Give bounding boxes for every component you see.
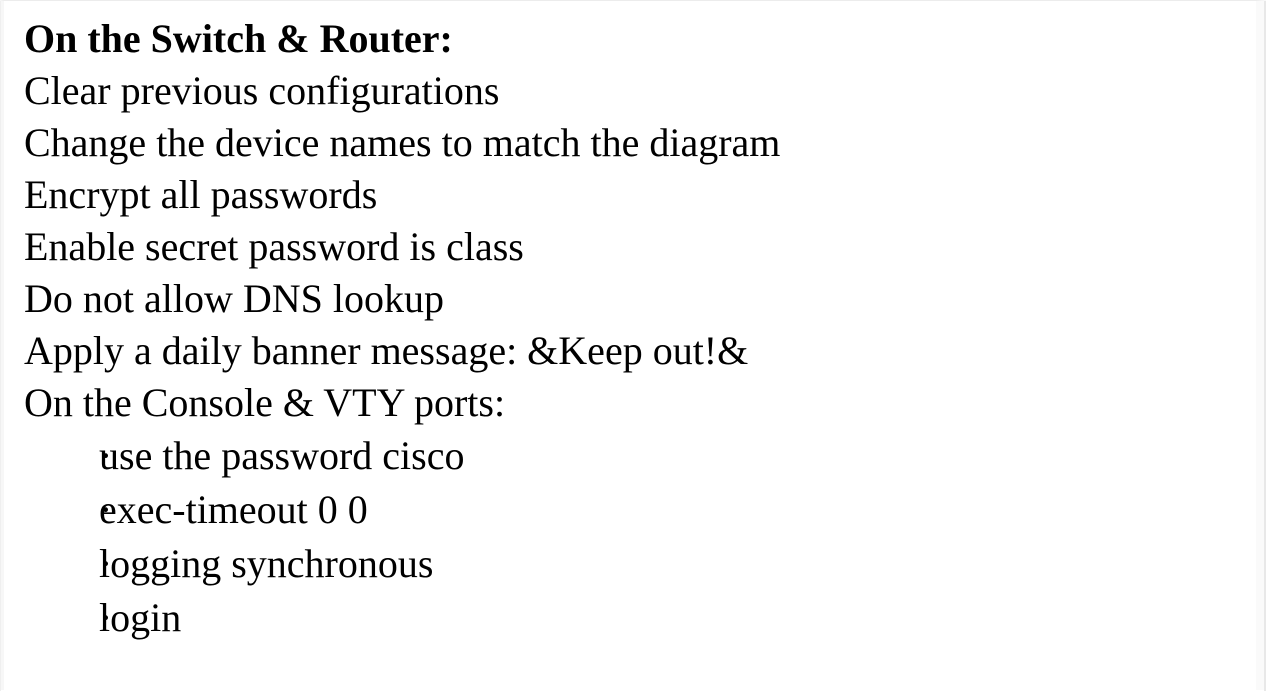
list-item: · exec-timeout 0 0 [24, 483, 1224, 537]
document-line-banner-message: Apply a daily banner message: &Keep out!… [24, 328, 749, 373]
document-line-enable-secret: Enable secret password is class [24, 224, 524, 269]
list-item: · logging synchronous [24, 537, 1224, 591]
document-body: On the Switch & Router: Clear previous c… [24, 13, 1224, 645]
list-item-label: exec-timeout 0 0 [99, 487, 368, 532]
list-item-label: login [99, 595, 182, 640]
bullet-dot-icon: · [99, 433, 113, 478]
list-item-label: use the password cisco [99, 433, 465, 478]
list-item: · use the password cisco [24, 429, 1224, 483]
document-line-change-device-names: Change the device names to match the dia… [24, 120, 781, 165]
document-heading: On the Switch & Router: [24, 16, 453, 61]
bullet-dot-icon: · [99, 595, 113, 640]
bullet-dot-icon: · [99, 487, 113, 532]
list-item: · login [24, 591, 1224, 645]
document-line-clear-configs: Clear previous configurations [24, 68, 500, 113]
bullet-dot-icon: · [99, 541, 113, 586]
sub-bullet-list: · use the password cisco · exec-timeout … [24, 429, 1224, 645]
document-line-console-vty-ports: On the Console & VTY ports: [24, 380, 506, 425]
document-line-no-dns-lookup: Do not allow DNS lookup [24, 276, 444, 321]
document-line-encrypt-passwords: Encrypt all passwords [24, 172, 378, 217]
list-item-label: logging synchronous [99, 541, 434, 586]
